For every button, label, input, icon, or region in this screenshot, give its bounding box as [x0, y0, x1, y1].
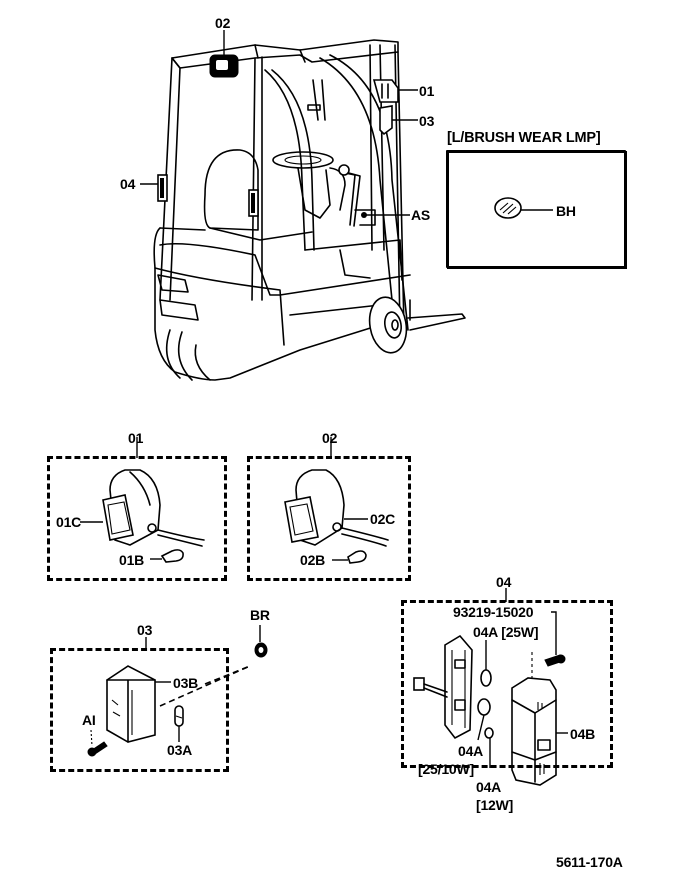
group-01-illustration — [80, 437, 205, 563]
callout-03a: 03A — [167, 742, 193, 758]
callout-01c: 01C — [56, 514, 82, 530]
callout-04a-12w-part: 04A — [476, 779, 502, 795]
vehicle-leader-lines — [140, 30, 418, 216]
group-04-illustration — [413, 588, 568, 786]
group-02-illustration — [284, 437, 389, 564]
callout-03: 03 — [419, 113, 435, 129]
group-03-title: 03 — [137, 622, 153, 638]
callout-04a-2510w-spec: [25/10W] — [418, 761, 474, 777]
group-04-box — [401, 600, 613, 768]
callout-01: 01 — [419, 83, 435, 99]
callout-03b: 03B — [173, 675, 199, 691]
group-01-title: 01 — [128, 430, 144, 446]
group-02-title: 02 — [322, 430, 338, 446]
group-01-box — [47, 456, 227, 581]
inset-title: [L/BRUSH WEAR LMP] — [447, 130, 601, 146]
callout-04a-12w-spec: [12W] — [476, 797, 514, 813]
group-03-illustration — [87, 625, 268, 757]
callout-04a-25w: 04A [25W] — [473, 624, 539, 640]
callout-04b: 04B — [570, 726, 596, 742]
group-04-title: 04 — [496, 574, 512, 590]
group-02-box — [247, 456, 411, 581]
callout-ai: AI — [82, 712, 96, 728]
callout-93219-15020: 93219-15020 — [453, 604, 534, 620]
callout-04: 04 — [120, 176, 136, 192]
forklift-illustration — [153, 39, 466, 381]
callout-bh: BH — [556, 203, 576, 219]
callout-02: 02 — [215, 15, 231, 31]
reference-number: 5611-170A — [556, 854, 623, 870]
callout-02c: 02C — [370, 511, 396, 527]
callout-as: AS — [411, 207, 431, 223]
inset-box — [447, 151, 627, 269]
group-03-box — [50, 648, 229, 772]
callout-01b: 01B — [119, 552, 145, 568]
callout-02b: 02B — [300, 552, 326, 568]
callout-br: BR — [250, 607, 270, 623]
callout-04a-2510w-part: 04A — [458, 743, 484, 759]
